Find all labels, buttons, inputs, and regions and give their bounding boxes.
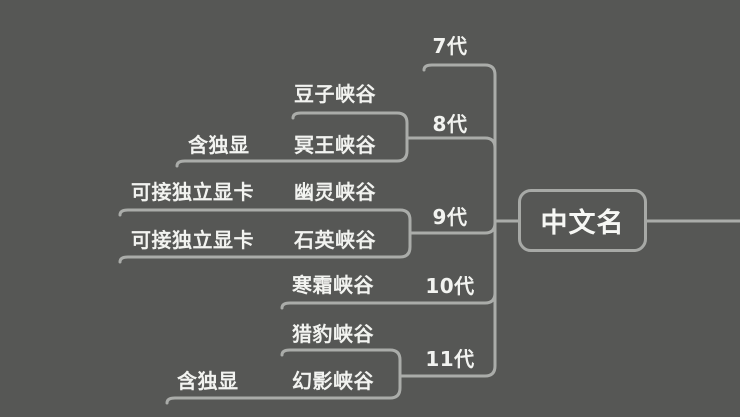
topic-quartz-canyon[interactable]: 石英峡谷 [294,228,376,252]
topic-note-quartz-gpu[interactable]: 可接独立显卡 [131,228,254,252]
branch-line-gen11 [398,219,497,378]
branch-line-panther-canyon [280,348,402,378]
root-node-label: 中文名 [540,208,625,239]
topic-gen-11[interactable]: 11代 [425,347,475,371]
branch-line-gen8 [405,136,497,223]
topic-root-node[interactable]: 中文名 [518,189,647,252]
topic-gen-10[interactable]: 10代 [425,274,475,298]
topic-note-phantom-gpu[interactable]: 含独显 [177,369,239,393]
branch-line-quartz-canyon [118,231,412,264]
topic-bean-canyon[interactable]: 豆子峡谷 [294,82,376,106]
topic-note-ghost-gpu[interactable]: 可接独立显卡 [131,180,254,204]
topic-ghost-canyon[interactable]: 幽灵峡谷 [294,180,376,204]
topic-gen-8[interactable]: 8代 [432,112,468,136]
branch-line-phantom-canyon [165,374,402,405]
topic-gen-9[interactable]: 9代 [432,205,468,229]
branch-line-bean-canyon [291,111,409,140]
topic-gen-7[interactable]: 7代 [432,34,468,58]
topic-frost-canyon[interactable]: 寒霜峡谷 [292,273,374,297]
branch-line-ghost-canyon [118,208,412,235]
branch-line-gen7 [422,63,497,223]
topic-hades-canyon[interactable]: 冥王峡谷 [294,133,376,157]
topic-phantom-canyon[interactable]: 幻影峡谷 [292,369,374,393]
topic-note-hades-gpu[interactable]: 含独显 [188,133,250,157]
topic-panther-canyon[interactable]: 猎豹峡谷 [292,322,374,346]
branch-line-hades-canyon [175,136,409,168]
